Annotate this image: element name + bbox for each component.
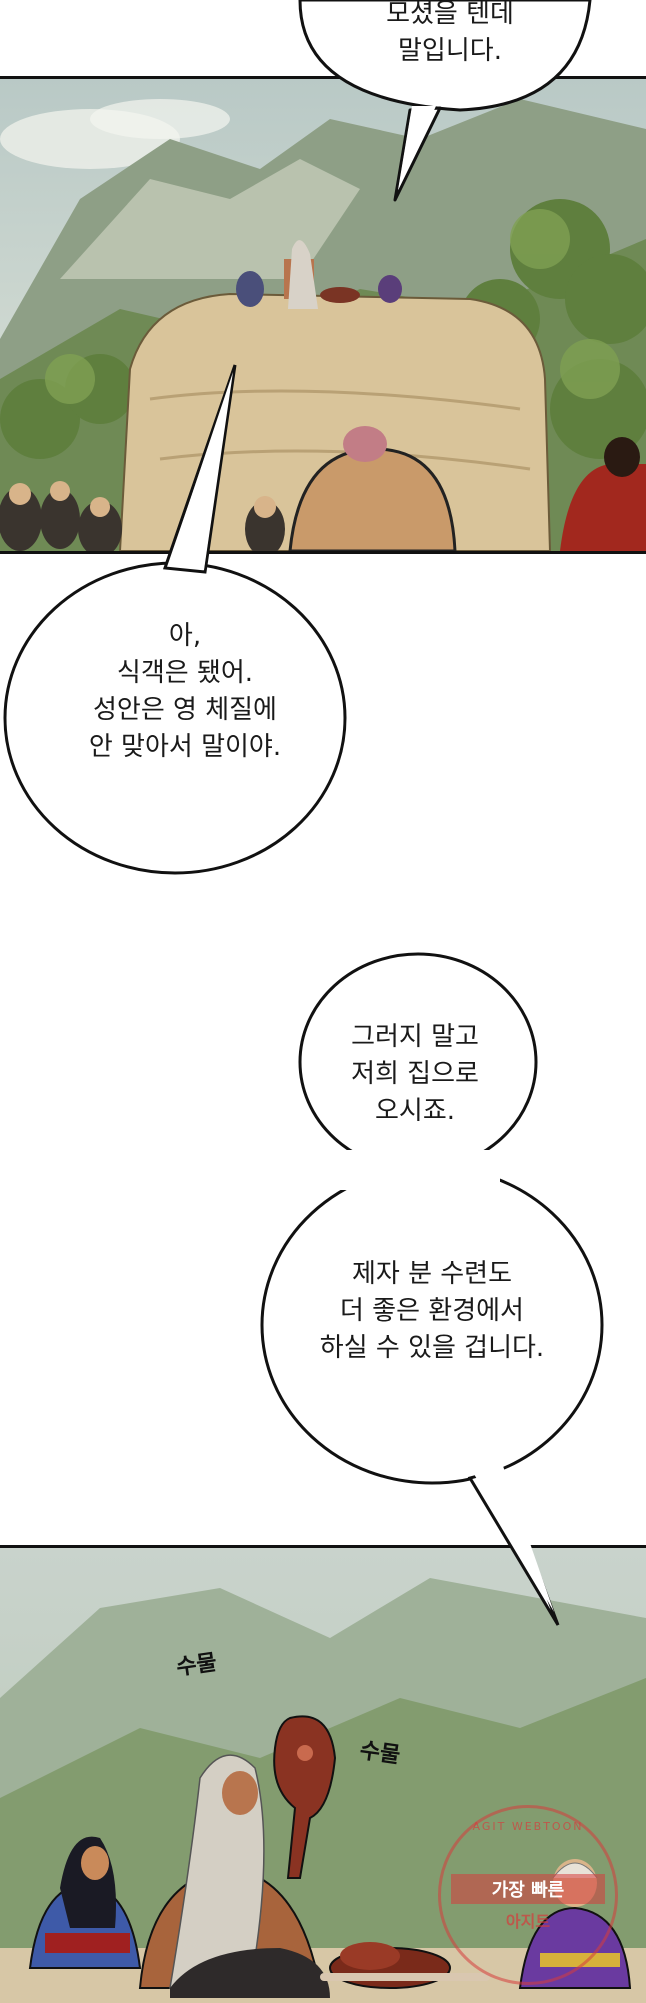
panel-mountain-rock <box>0 76 646 554</box>
speech-text-3: 그러지 말고 저희 집으로 오시죠. <box>351 1022 479 1126</box>
speech-text-1: 모셨을 텐데 말입니다. <box>386 0 514 66</box>
watermark-middle-text: 가장 빠른 <box>451 1874 605 1904</box>
watermark-top-text: AGIT WEBTOON <box>472 1820 584 1833</box>
speech-text-4: 제자 분 수련도 더 좋은 환경에서 하실 수 있을 겁니다. <box>319 1259 545 1363</box>
panel-mountain-rock-art <box>0 79 646 551</box>
sound-effect-2: 수물 <box>358 1738 402 1769</box>
sound-effect-1: 수물 <box>174 1650 219 1681</box>
watermark-seal: AGIT WEBTOON 가장 빠른 아지트 <box>438 1805 618 1985</box>
watermark-bottom-text: 아지트 <box>505 1912 551 1931</box>
bubble-join-cover <box>340 1150 500 1190</box>
speech-text-2: 아, 식객은 됐어. 성안은 영 체질에 안 맞아서 말이야. <box>88 621 282 762</box>
